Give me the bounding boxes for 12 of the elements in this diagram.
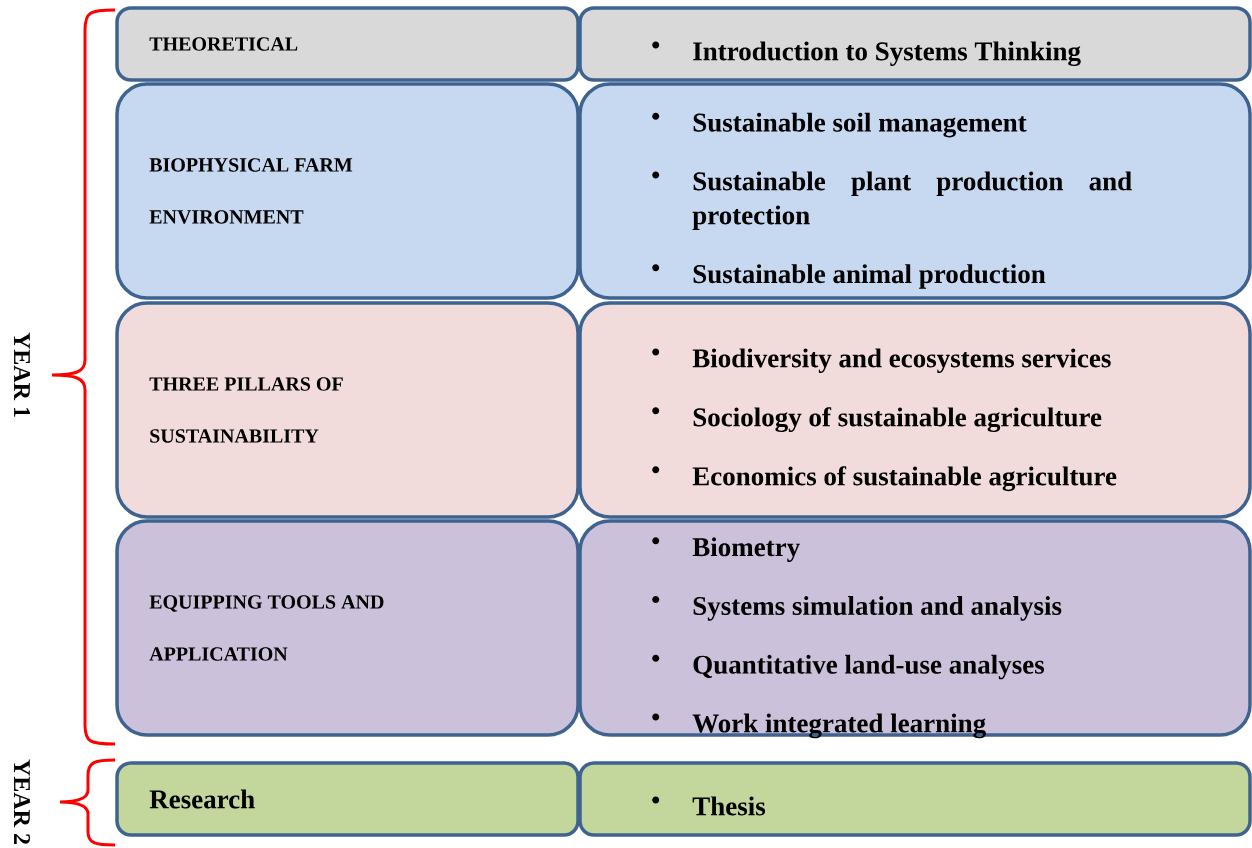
course-box: Introduction to Systems Thinking [578, 6, 1252, 82]
course-box: Biometry Systems simulation and analysis Quantitative land-use analyses Work integrated learning [578, 519, 1252, 739]
year-label: YEAR 1 [14, 332, 30, 417]
course-box: Sustainable soil management Sustainable plant production and protection Sustainable animal production [578, 82, 1252, 300]
category-box: EQUIPPING TOOLS AND APPLICATION [115, 519, 580, 737]
category-box: THREE PILLARS OF SUSTAINABILITY [115, 301, 580, 519]
category-box: Research [115, 761, 580, 837]
course-box: Biodiversity and ecosystems services Sociology of sustainable agriculture Economics of sustainable agriculture [578, 301, 1252, 519]
category-box: BIOPHYSICAL FARM ENVIRONMENT [115, 82, 580, 300]
course-box: Thesis [578, 761, 1252, 837]
category-box: THEORETICAL [115, 6, 580, 82]
year-label: YEAR 2 [14, 759, 30, 844]
